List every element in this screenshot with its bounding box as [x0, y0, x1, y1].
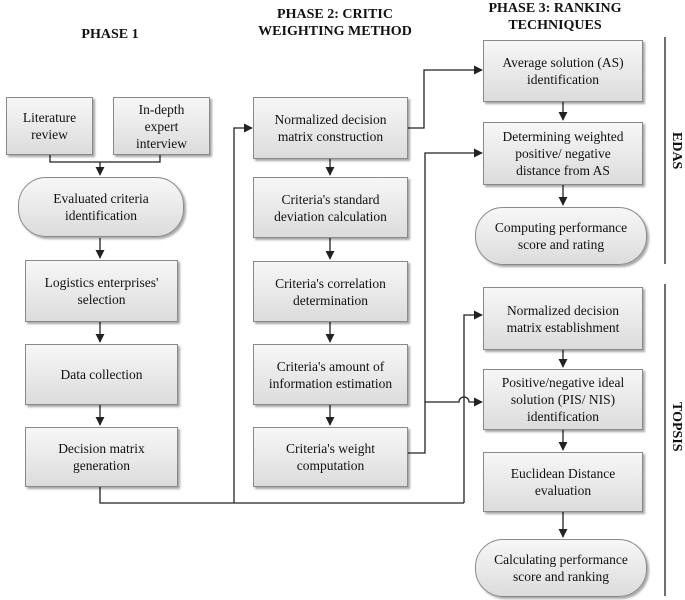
connector-interview [100, 155, 161, 163]
std-dev-box: Criteria's standard deviation calculatio… [253, 177, 408, 238]
performance-rating-pill: Computing performance score and rating [475, 207, 647, 265]
information-box: Criteria's amount of information estimat… [253, 344, 408, 405]
as-identification-box: Average solution (AS) identification [483, 40, 643, 102]
pis-nis-box: Positive/negative ideal solution (PIS/ N… [483, 369, 643, 430]
arrow-to-normalized [233, 123, 253, 503]
correlation-box: Criteria's correlation determination [253, 261, 408, 322]
data-collection-box: Data collection [25, 344, 178, 405]
arrow-to-normalized-establishment [463, 310, 483, 503]
phase3-heading: PHASE 3: RANKING TECHNIQUES [488, 1, 622, 33]
enterprise-selection-box: Logistics enterprises' selection [25, 260, 178, 322]
expert-interview-box: In-depth expert interview [113, 97, 210, 155]
literature-review-box: Literature review [6, 97, 93, 155]
arrow-to-as [408, 65, 483, 129]
euclidean-box: Euclidean Distance evaluation [483, 452, 643, 512]
matrix-generation-box: Decision matrix generation [25, 427, 178, 487]
connector-bus [99, 487, 464, 504]
criteria-identification-pill: Evaluated criteria identification [18, 177, 184, 237]
normalized-establishment-box: Normalized decision matrix establishment [483, 287, 643, 350]
edas-label: EDAS [669, 132, 684, 170]
connector-literature [49, 155, 100, 163]
performance-ranking-pill: Calculating performance score and rankin… [475, 539, 647, 597]
weighted-distance-box: Determining weighted positive/ negative … [483, 122, 643, 185]
topsis-label: TOPSIS [669, 402, 684, 452]
phase2-heading: PHASE 2: CRITIC WEIGHTING METHOD [258, 7, 412, 39]
normalized-matrix-box: Normalized decision matrix construction [253, 97, 408, 159]
phase1-heading: PHASE 1 [81, 27, 139, 42]
arrow-to-weighted-distance [408, 148, 483, 454]
arrow-to-pis-nis [425, 396, 483, 407]
weight-box: Criteria's weight computation [253, 427, 408, 487]
